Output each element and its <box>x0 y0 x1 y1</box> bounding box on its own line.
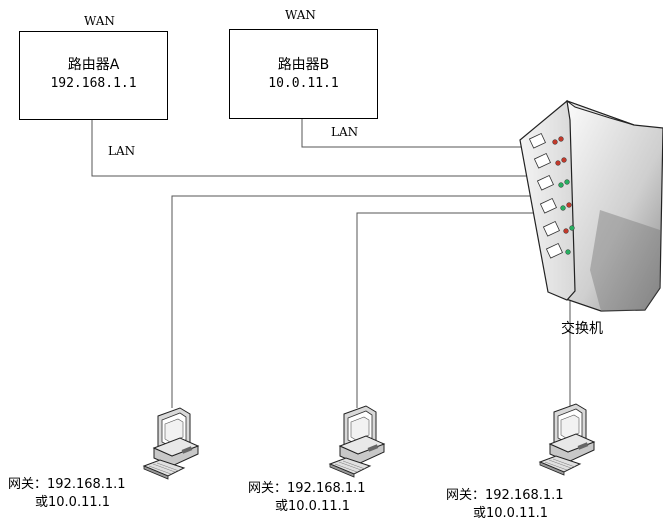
router-a-ip: 192.168.1.1 <box>50 76 137 91</box>
router-b-ip: 10.0.11.1 <box>268 76 339 91</box>
pc-1-gateway: 网关：192.168.1.1 或10.0.11.1 <box>8 476 168 512</box>
router-b-wan-label: WAN <box>285 8 316 22</box>
router-b-link <box>301 118 528 148</box>
router-a-lan-label: LAN <box>108 144 136 158</box>
router-a-name: 路由器A <box>67 57 120 73</box>
pc-3-gateway-line2: 或10.0.11.1 <box>473 506 549 521</box>
router-a: 路由器A 192.168.1.1 <box>19 31 168 120</box>
pc-1-gateway-line1: 网关：192.168.1.1 <box>8 477 126 492</box>
router-b-lan-label: LAN <box>331 125 359 139</box>
router-b-name: 路由器B <box>277 57 330 73</box>
pc-1-gateway-line2: 或10.0.11.1 <box>35 495 111 510</box>
router-b: 路由器B 10.0.11.1 <box>229 29 378 119</box>
router-a-wan-label: WAN <box>84 14 115 28</box>
pc-3-gateway-line1: 网关：192.168.1.1 <box>446 488 564 503</box>
router-a-link <box>91 118 530 177</box>
pc-2-gateway: 网关：192.168.1.1 或10.0.11.1 <box>248 480 408 516</box>
pc-2-link <box>356 212 538 408</box>
pc-1-link <box>171 195 534 408</box>
pc-2-gateway-line2: 或10.0.11.1 <box>275 499 351 514</box>
pc-3-gateway: 网关：192.168.1.1 或10.0.11.1 <box>446 487 606 523</box>
pc-2-gateway-line1: 网关：192.168.1.1 <box>248 481 366 496</box>
switch-label: 交换机 <box>561 321 603 337</box>
